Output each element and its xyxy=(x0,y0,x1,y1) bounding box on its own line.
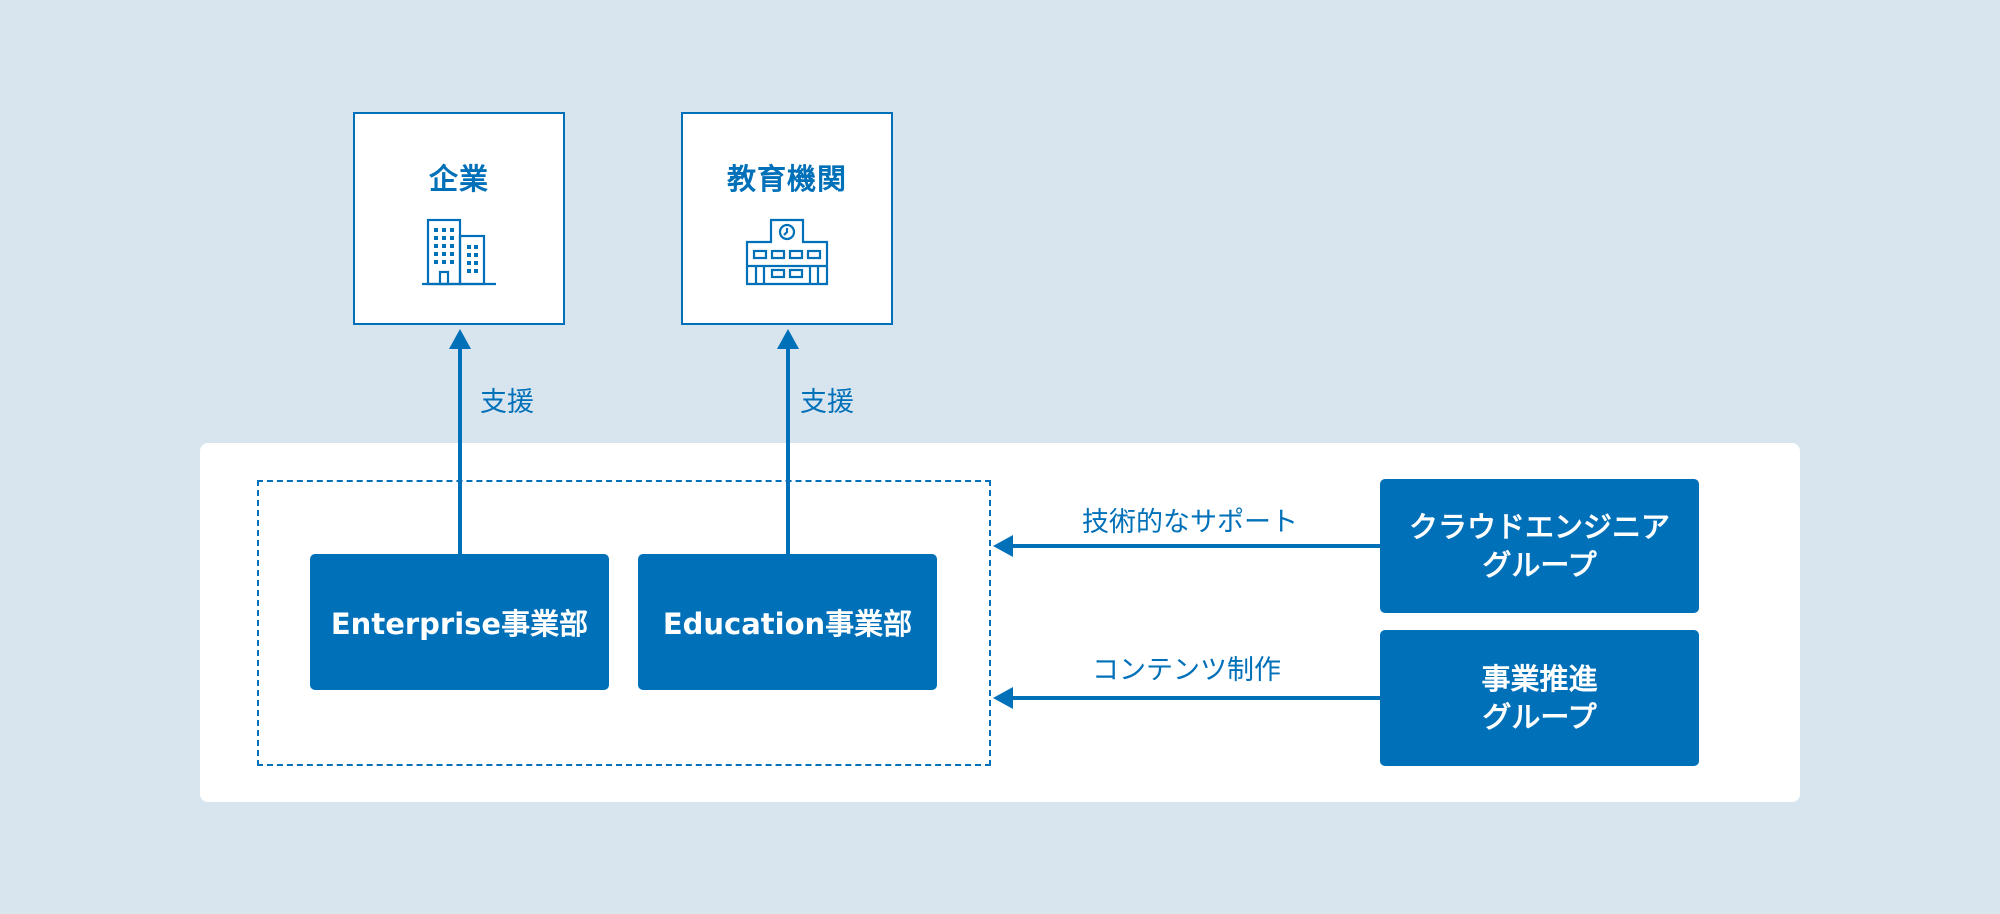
group-label-line2: グループ xyxy=(1482,700,1597,734)
department-label: Education事業部 xyxy=(662,607,913,641)
target-box-education: 教育機関 xyxy=(681,112,893,325)
content-arrow-head xyxy=(993,687,1013,709)
department-enterprise: Enterprise事業部 xyxy=(310,554,609,690)
school-building-icon xyxy=(745,218,829,286)
group-cloud-engineer: クラウドエンジニア グループ xyxy=(1380,479,1699,613)
content-production-label: コンテンツ制作 xyxy=(1092,655,1281,686)
tech-support-arrow-head xyxy=(993,535,1013,557)
support-label-enterprise: 支援 xyxy=(480,387,534,418)
group-label-line1: クラウドエンジニア xyxy=(1408,510,1670,544)
target-title: 教育機関 xyxy=(726,162,847,196)
tech-support-label: 技術的なサポート xyxy=(1082,507,1298,538)
group-business-promotion: 事業推進 グループ xyxy=(1380,630,1699,766)
support-arrow-enterprise-head xyxy=(449,329,471,349)
support-arrow-education-head xyxy=(777,329,799,349)
support-label-education: 支援 xyxy=(800,387,854,418)
department-education: Education事業部 xyxy=(638,554,937,690)
target-box-enterprise: 企業 xyxy=(353,112,565,325)
group-label-line1: 事業推進 xyxy=(1481,662,1598,696)
department-label: Enterprise事業部 xyxy=(330,607,589,641)
departments-group-box xyxy=(257,480,991,766)
office-building-icon xyxy=(422,218,496,286)
group-label-line2: グループ xyxy=(1482,548,1597,582)
target-title: 企業 xyxy=(428,162,489,196)
